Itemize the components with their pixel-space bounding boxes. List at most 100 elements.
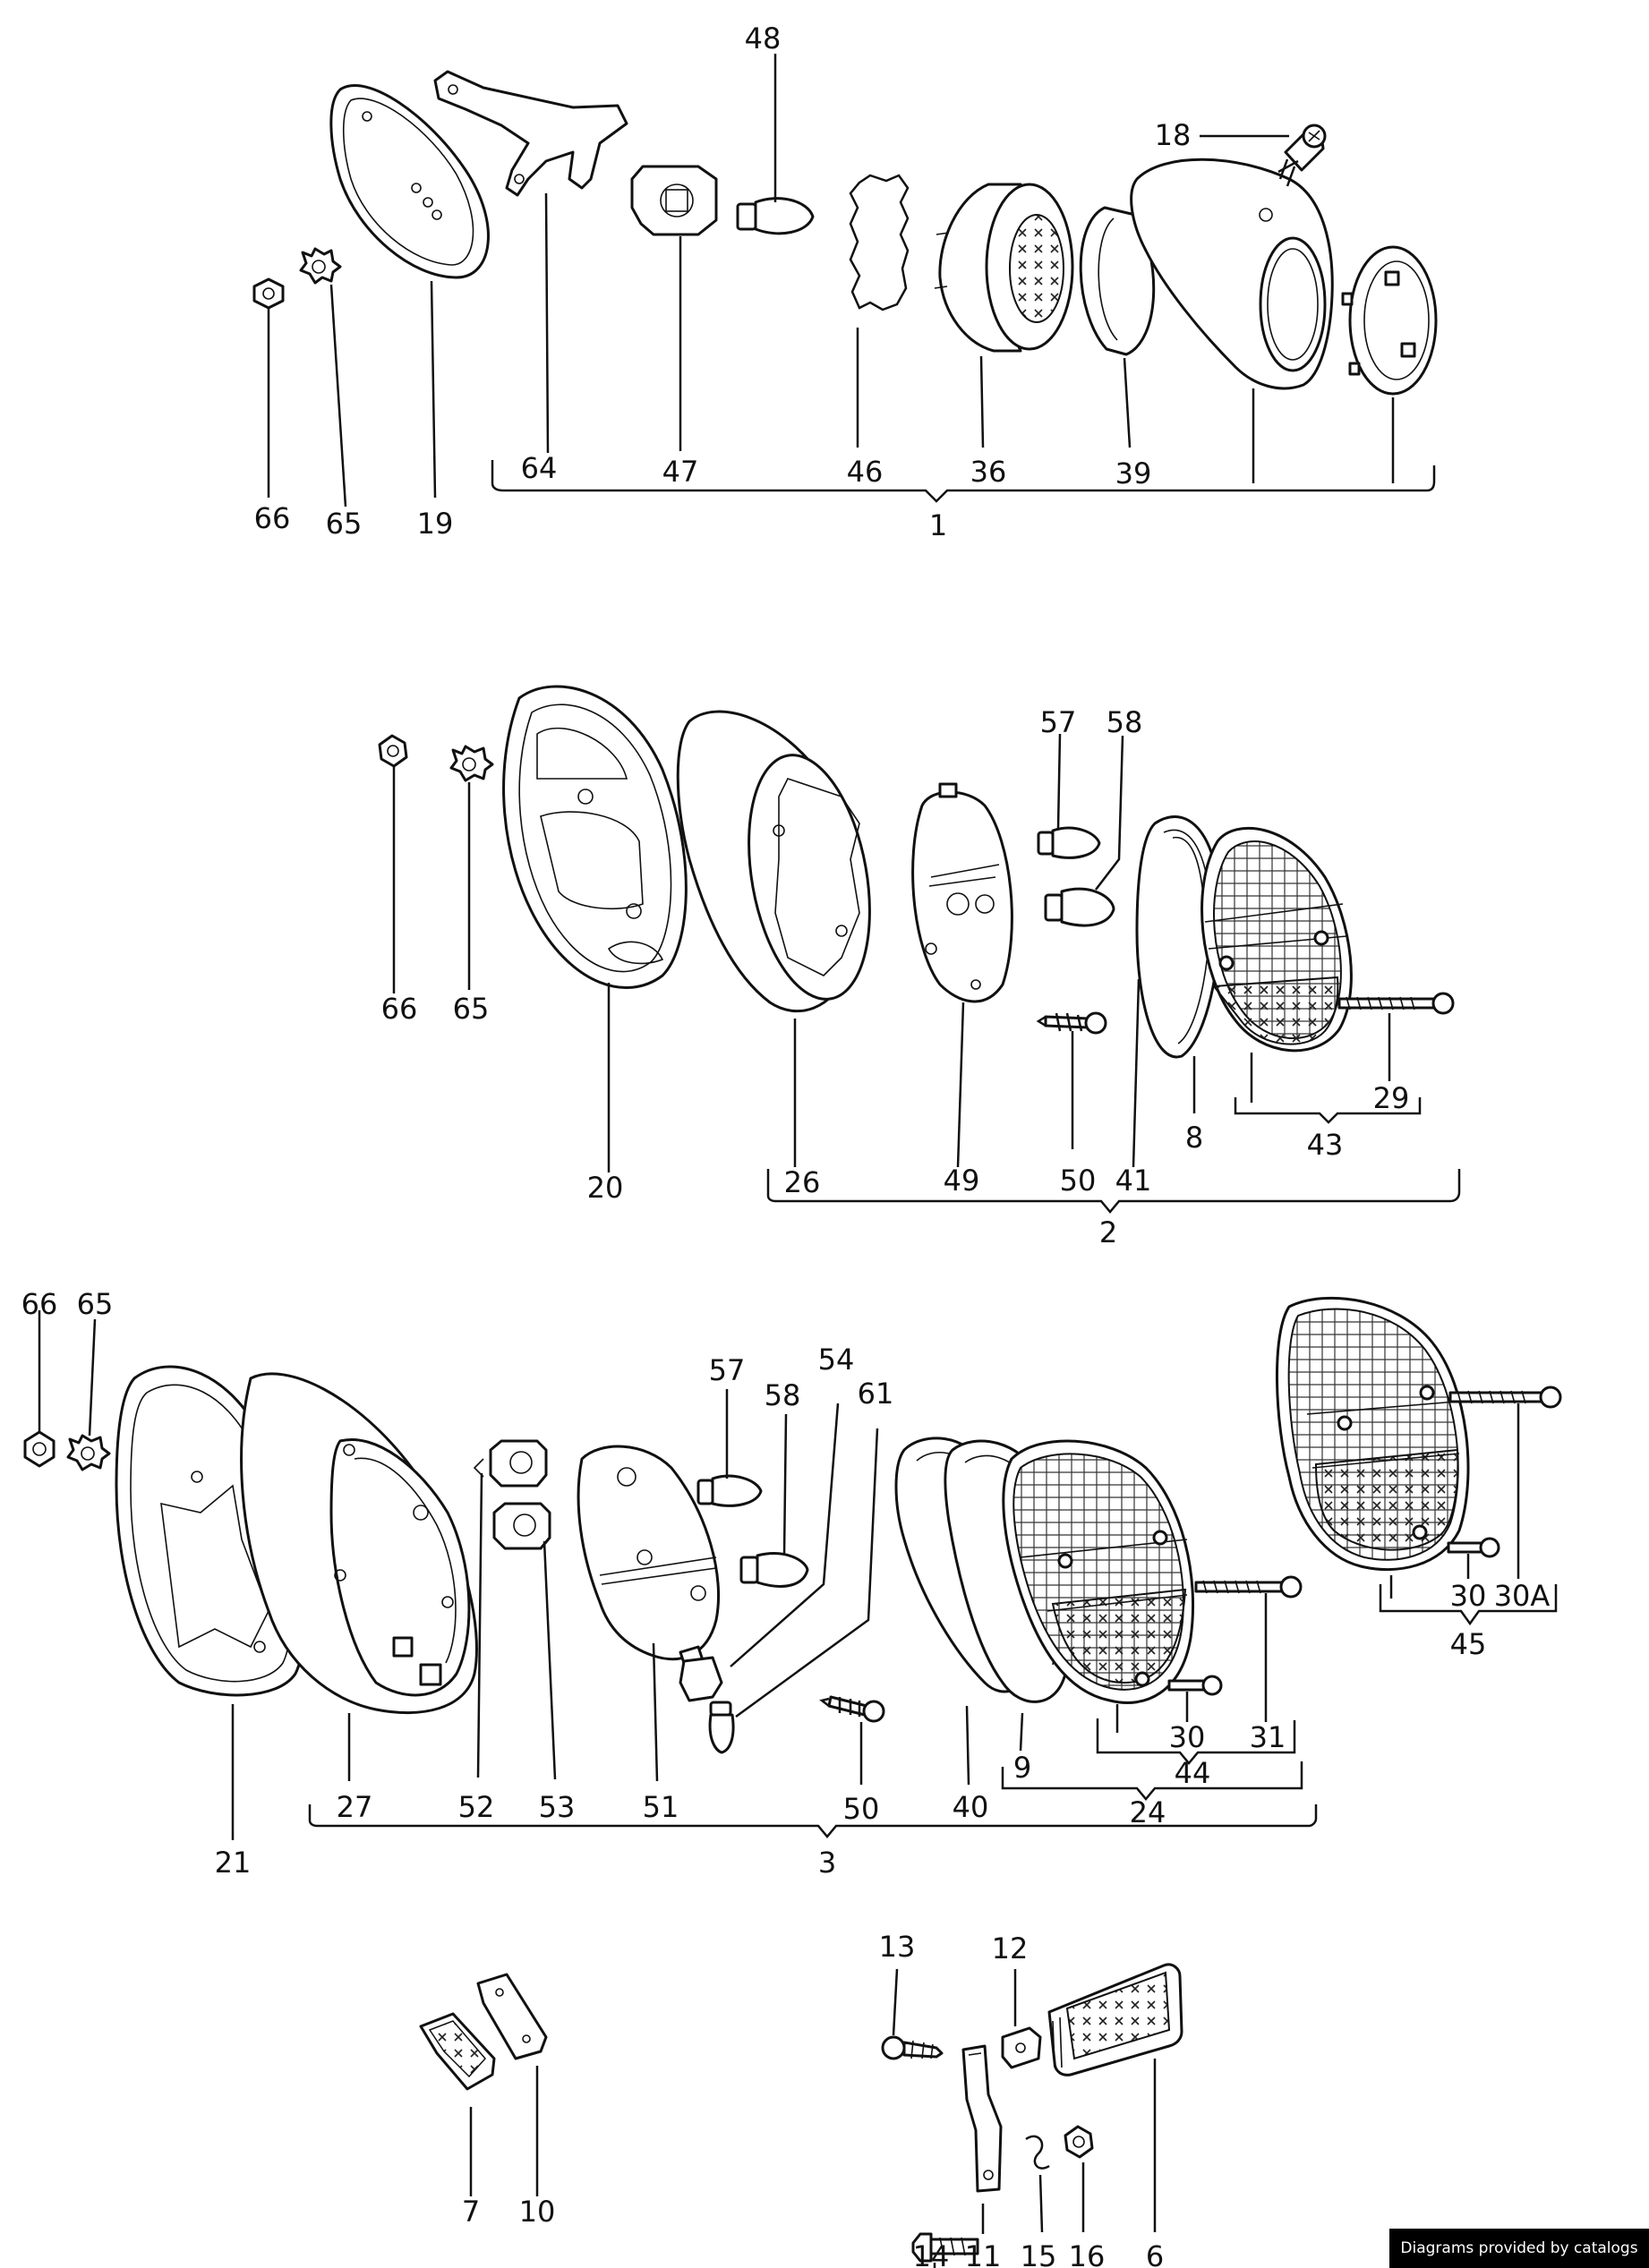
group-1-headlamp-assembly: 48 18 64 47 46 36 39 1 66 65 19	[252, 21, 1438, 542]
part-65-washer-low	[66, 1434, 111, 1471]
part-64-bracket	[433, 70, 628, 197]
label-65-low: 65	[77, 1287, 114, 1321]
label-43: 43	[1307, 1128, 1344, 1162]
label-2: 2	[1099, 1215, 1117, 1249]
part-53-socket	[492, 1502, 551, 1550]
label-66-low: 66	[21, 1287, 58, 1321]
label-18: 18	[1155, 118, 1192, 152]
part-11-bracket	[961, 2044, 1003, 2193]
part-48-bulb-top	[736, 197, 815, 235]
part-45-lens	[1275, 1296, 1470, 1572]
label-27: 27	[337, 1790, 373, 1824]
part-65-washer-top	[299, 247, 342, 285]
label-46: 46	[847, 455, 884, 489]
label-40: 40	[953, 1790, 989, 1824]
group-reflectors-and-side-lamp: 13 12 7 10 14 11 15 16 6	[419, 1930, 1183, 2268]
part-39-ring	[1079, 206, 1156, 356]
label-16: 16	[1069, 2239, 1106, 2268]
part-54-socket	[679, 1656, 723, 1702]
label-24: 24	[1130, 1795, 1166, 1829]
part-31-screw	[1194, 1575, 1303, 1599]
part-15-spring-clip	[1025, 2135, 1050, 2170]
part-50-screw-mid	[1036, 1011, 1107, 1035]
part-49-bulb-holder	[911, 782, 1013, 1003]
label-65-mid: 65	[453, 992, 490, 1026]
label-10: 10	[519, 2195, 556, 2229]
label-41: 41	[1115, 1164, 1152, 1198]
part-18-screw	[1277, 124, 1327, 187]
label-53: 53	[539, 1790, 576, 1824]
part-30a-screw	[1448, 1386, 1562, 1409]
part-57-bulb-low	[696, 1474, 763, 1507]
label-44: 44	[1175, 1756, 1211, 1790]
part-12-clip	[1001, 2026, 1042, 2069]
part-14-bolt	[911, 2232, 979, 2263]
part-24-lens	[1002, 1439, 1194, 1704]
group-3-tail-lamp-assembly-late: 66 65 57 58 54 61 21 27 52 53 51 50 40 9…	[21, 1287, 1562, 1880]
part-58-bulb-mid	[1044, 887, 1115, 927]
part-41-seal	[1135, 815, 1222, 1059]
label-50-low: 50	[843, 1792, 880, 1826]
label-31: 31	[1250, 1720, 1286, 1754]
label-45: 45	[1450, 1627, 1487, 1661]
part-trim-ring-top	[1341, 245, 1438, 396]
part-66-nut-top	[252, 277, 285, 310]
part-1-housing	[1130, 158, 1334, 390]
label-21: 21	[215, 1846, 252, 1880]
part-61-bulb	[708, 1701, 735, 1754]
label-6: 6	[1146, 2239, 1164, 2268]
part-6-side-lamp	[1047, 1963, 1183, 2076]
label-52: 52	[458, 1790, 495, 1824]
part-30-screw-right	[1447, 1537, 1500, 1558]
label-48: 48	[745, 21, 782, 55]
label-47: 47	[662, 455, 699, 489]
part-47-bulb-socket	[630, 165, 718, 236]
part-26-housing	[676, 710, 871, 1013]
label-12: 12	[992, 1931, 1029, 1965]
part-65-washer-mid	[449, 745, 494, 782]
part-66-nut-mid	[378, 734, 408, 768]
label-54: 54	[818, 1343, 855, 1377]
label-19: 19	[417, 507, 454, 541]
part-20-gasket	[502, 685, 688, 989]
label-29: 29	[1373, 1081, 1410, 1115]
label-30A: 30A	[1494, 1579, 1551, 1613]
part-36-lamp-insert	[934, 183, 1074, 353]
part-8-lens	[1200, 826, 1353, 1053]
label-66-top: 66	[254, 501, 291, 535]
label-64: 64	[521, 451, 558, 485]
part-57-bulb-mid	[1037, 826, 1101, 859]
label-26: 26	[784, 1165, 821, 1199]
label-30-right: 30	[1450, 1579, 1487, 1613]
part-58-bulb-low	[739, 1552, 809, 1588]
part-16-nut	[1064, 2125, 1094, 2159]
label-36: 36	[970, 455, 1007, 489]
part-50-screw-low	[819, 1695, 885, 1723]
part-30-screw-low	[1167, 1675, 1223, 1696]
part-46-seal	[849, 174, 910, 311]
part-66-nut-low	[23, 1430, 56, 1468]
label-3: 3	[818, 1846, 836, 1880]
label-30-low: 30	[1169, 1720, 1206, 1754]
label-8: 8	[1185, 1121, 1203, 1155]
part-7-reflector	[419, 2012, 496, 2091]
label-58-low: 58	[765, 1378, 801, 1412]
label-66-mid: 66	[381, 992, 418, 1026]
label-9: 9	[1013, 1751, 1031, 1785]
label-39: 39	[1115, 456, 1152, 490]
group-2-tail-lamp-assembly: 57 58 66 65 20 26 49 50 41 8 29 43 2	[378, 685, 1461, 1249]
credit-banner: Diagrams provided by catalogs parts	[1389, 2229, 1649, 2268]
label-50-mid: 50	[1060, 1164, 1097, 1198]
label-57-mid: 57	[1040, 705, 1077, 739]
part-29-screw	[1337, 992, 1455, 1015]
label-61: 61	[858, 1377, 894, 1411]
label-51: 51	[643, 1790, 679, 1824]
part-10-plate	[476, 1973, 548, 2060]
label-65-top: 65	[326, 507, 363, 541]
label-1: 1	[929, 508, 947, 542]
label-57-low: 57	[709, 1353, 746, 1387]
part-52-socket	[473, 1439, 548, 1488]
label-15: 15	[1021, 2239, 1057, 2268]
label-14: 14	[913, 2239, 950, 2268]
